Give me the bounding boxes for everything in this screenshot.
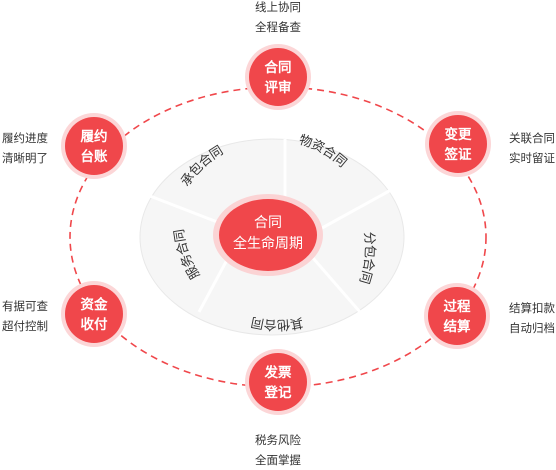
stage-node-core	[429, 115, 487, 173]
stage-node-core	[249, 353, 307, 411]
separator-left	[149, 194, 226, 227]
annotation-payment: 有据可查 超付控制	[0, 296, 48, 336]
stage-label-line1: 过程	[444, 298, 471, 315]
stage-node-core	[65, 117, 123, 175]
annotation-line2: 自动归档	[509, 321, 555, 335]
stage-label-line2: 收付	[81, 316, 108, 333]
stage-label-line2: 结算	[444, 318, 471, 335]
stage-label-line1: 履约	[81, 128, 108, 145]
stage-node-core	[65, 285, 123, 343]
stage-node-core	[428, 287, 486, 345]
stage-label-line1: 发票	[264, 364, 292, 381]
center-title-line2: 全生命周期	[233, 235, 303, 252]
annotation-review: 线上协同 全程备查	[223, 0, 333, 37]
stage-label-line1: 合同	[265, 59, 292, 76]
annotation-line2: 全程备查	[255, 20, 301, 34]
stage-node-core	[249, 48, 307, 106]
stage-label-line1: 变更	[445, 126, 472, 143]
annotation-line1: 履约进度	[2, 131, 48, 145]
annotation-line2: 全面掌握	[255, 453, 301, 467]
stage-label-line2: 评审	[265, 79, 292, 96]
stage-node-ledger: 履约 台账	[61, 113, 127, 179]
stage-label-line1: 资金	[81, 296, 108, 313]
stage-node-change: 变更 签证	[425, 111, 491, 177]
stage-node-review: 合同 评审	[245, 44, 311, 110]
annotation-change: 关联合同 实时留证	[509, 128, 556, 168]
annotation-line1: 关联合同	[509, 131, 555, 145]
stage-node-invoice: 发票 登记	[245, 349, 311, 415]
annotation-line1: 有据可查	[2, 299, 48, 313]
stage-label-line2: 台账	[81, 148, 108, 165]
annotation-line1: 线上协同	[255, 0, 301, 14]
annotation-line2: 清晰明了	[2, 151, 48, 165]
stage-label-line2: 登记	[264, 384, 292, 401]
stage-label-line2: 签证	[444, 146, 472, 163]
annotation-line2: 超付控制	[2, 319, 48, 333]
separator-right	[321, 188, 392, 230]
center-hub: 合同 全生命周期	[213, 194, 323, 276]
annotation-line1: 结算扣款	[509, 301, 555, 315]
annotation-settle: 结算扣款 自动归档	[509, 298, 556, 338]
center-hub-core	[219, 199, 317, 271]
separator-bottom-right	[311, 257, 362, 313]
separator-bottom-left	[197, 257, 230, 313]
annotation-line2: 实时留证	[509, 151, 555, 165]
annotation-ledger: 履约进度 清晰明了	[0, 128, 48, 168]
center-title-line1: 合同	[254, 215, 282, 231]
annotation-line1: 税务风险	[255, 433, 301, 447]
annotation-invoice: 税务风险 全面掌握	[223, 430, 333, 470]
stage-node-settle: 过程 结算	[424, 283, 490, 349]
stage-node-payment: 资金 收付	[61, 281, 127, 347]
